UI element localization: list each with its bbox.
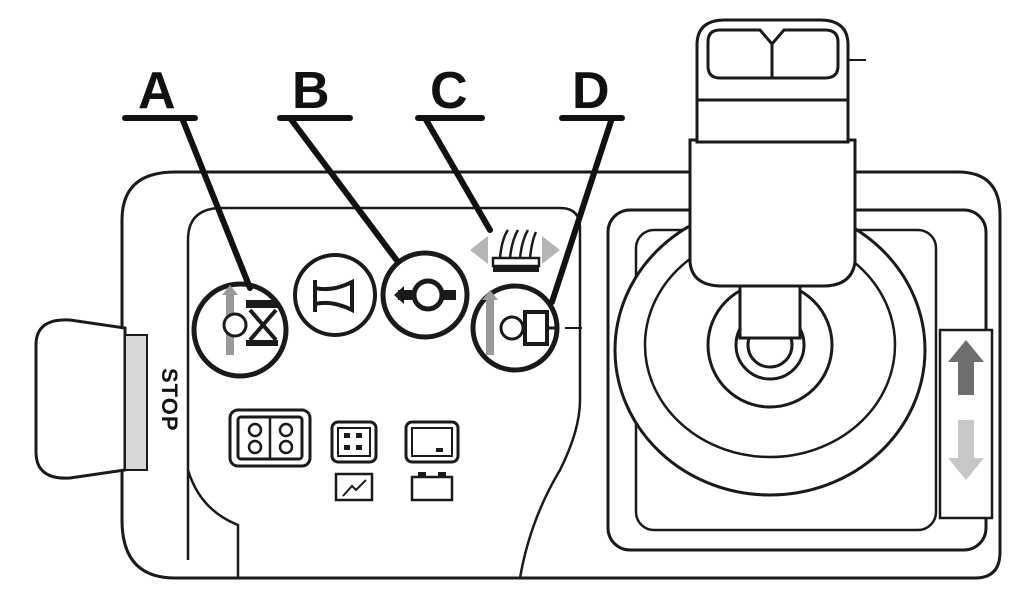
callout-c-leader bbox=[422, 115, 493, 233]
enable-switch-button[interactable] bbox=[228, 408, 312, 468]
indicator-panel bbox=[186, 206, 582, 579]
jib-boom-mode-icon[interactable] bbox=[470, 283, 560, 373]
emergency-stop-button[interactable]: STOP bbox=[34, 318, 182, 480]
indicator-panel-lower-curve bbox=[186, 469, 240, 578]
joystick-housing bbox=[606, 203, 988, 552]
steer-right-arrow-icon bbox=[542, 236, 560, 264]
arrow-down-icon bbox=[948, 420, 984, 480]
callout-letter-b: B bbox=[292, 62, 330, 120]
callout-letter-d: D bbox=[572, 62, 610, 120]
enable-switch-icon bbox=[247, 422, 294, 455]
direction-label bbox=[938, 328, 994, 520]
stop-button-stem bbox=[124, 334, 148, 471]
stop-label: STOP bbox=[157, 368, 182, 432]
callout-leaders bbox=[122, 115, 625, 305]
horn-button[interactable] bbox=[293, 253, 377, 337]
callout-a-leader bbox=[179, 115, 253, 291]
callout-b-leader bbox=[287, 115, 401, 265]
drive-speed-button[interactable] bbox=[330, 420, 378, 502]
battery-charge-icon bbox=[410, 472, 454, 502]
steer-left-arrow-icon bbox=[470, 236, 488, 264]
callout-letter-a: A bbox=[138, 62, 176, 120]
joystick-handle-icon[interactable] bbox=[688, 18, 866, 340]
platform-lift-mode-icon[interactable] bbox=[191, 281, 289, 379]
horn-icon bbox=[313, 278, 354, 314]
steer-direction-indicator-icon bbox=[470, 229, 560, 272]
control-box-outline bbox=[120, 170, 1002, 580]
battery-charge-button[interactable] bbox=[404, 420, 460, 502]
callout-d-leader bbox=[549, 115, 615, 305]
drive-speed-icon bbox=[344, 433, 362, 450]
stop-button-cap[interactable] bbox=[34, 318, 127, 480]
callout-letter-c: C bbox=[430, 62, 468, 120]
arrow-up-icon bbox=[948, 340, 984, 395]
drive-mode-icon[interactable] bbox=[380, 250, 470, 340]
